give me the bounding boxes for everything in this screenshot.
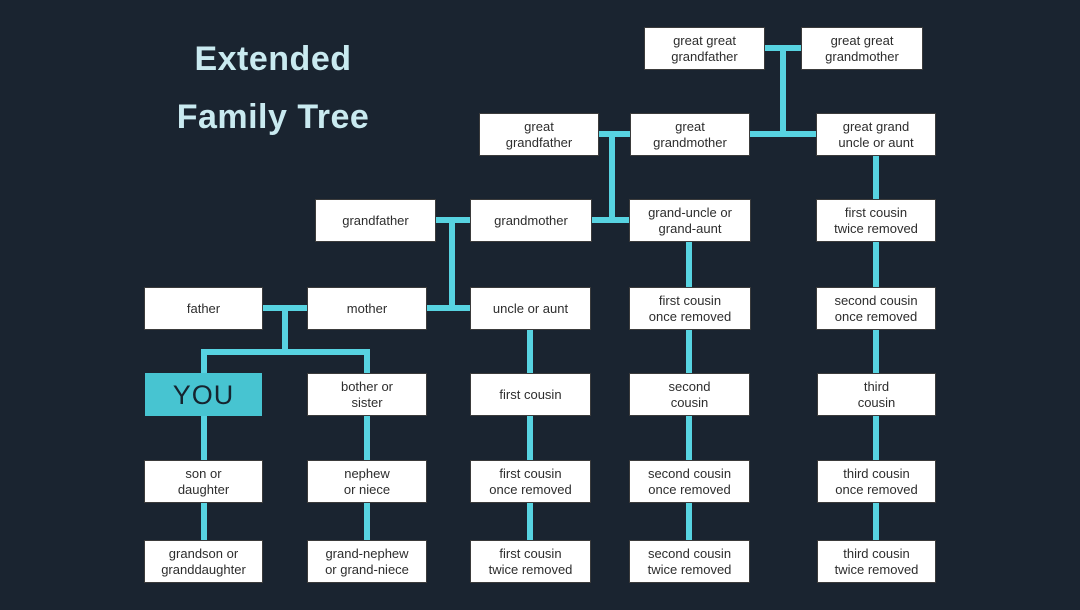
node-label-line1: grandmother <box>494 212 568 228</box>
connector-parents-drop <box>282 308 288 355</box>
node-label-line2: or grand-niece <box>325 561 409 577</box>
node-label-line1: bother or <box>340 378 394 394</box>
node-label-line2: grandfather <box>671 48 738 64</box>
node-second-cousin-once-removed-upper: second cousin once removed <box>816 287 936 330</box>
node-label-line2: twice removed <box>834 561 919 577</box>
node-label-line1: mother <box>346 300 388 316</box>
node-first-cousin-once-removed-lower: first cousin once removed <box>470 460 591 503</box>
node-grand-nephew-or-grand-niece: grand-nephew or grand-niece <box>307 540 427 583</box>
connector-you-stub <box>201 349 207 376</box>
node-label-line2: once removed <box>648 308 732 324</box>
connector-grandparents-drop <box>449 220 455 311</box>
node-label-line1: second <box>668 378 711 394</box>
node-label-line1: first cousin <box>844 204 908 220</box>
diagram-title-line2: Family Tree <box>176 98 370 136</box>
node-label-line1: great great <box>830 32 894 48</box>
node-label-line1: second cousin <box>647 465 732 481</box>
node-third-cousin: third cousin <box>817 373 936 416</box>
node-label-line2: twice removed <box>647 561 732 577</box>
node-label-line2: granddaughter <box>161 561 246 577</box>
node-label-line2: grandmother <box>653 134 727 150</box>
node-label-line1: first cousin <box>499 386 562 402</box>
node-label-line1: second cousin <box>647 545 732 561</box>
node-mother: mother <box>307 287 427 330</box>
connector-greatgrandparents-horizontal <box>595 131 635 137</box>
node-great-grandfather: great grandfather <box>479 113 599 156</box>
diagram-title-line1: Extended <box>194 40 352 78</box>
node-great-grandmother: great grandmother <box>630 113 750 156</box>
node-third-cousin-once-removed: third cousin once removed <box>817 460 936 503</box>
node-grandfather: grandfather <box>315 199 436 242</box>
node-label-line2: grandfather <box>505 134 573 150</box>
connector-mother-uncle-horizontal <box>423 305 474 311</box>
node-grand-uncle-or-grand-aunt: grand-uncle or grand-aunt <box>629 199 751 242</box>
node-uncle-or-aunt: uncle or aunt <box>470 287 591 330</box>
node-label-line2: once removed <box>489 481 572 497</box>
node-grandmother: grandmother <box>470 199 592 242</box>
node-label-line2: once removed <box>648 481 731 497</box>
node-label-line2: grand-aunt <box>658 220 722 236</box>
node-label-line2: sister <box>351 394 383 410</box>
node-label-line1: third cousin <box>843 465 910 481</box>
node-second-cousin-twice-removed: second cousin twice removed <box>629 540 750 583</box>
node-label-line2: or niece <box>343 481 391 497</box>
node-label-line2: once removed <box>834 308 918 324</box>
node-father: father <box>144 287 263 330</box>
node-label-line1: first cousin <box>499 465 562 481</box>
node-grandson-or-granddaughter: grandson or granddaughter <box>144 540 263 583</box>
node-label-line1: father <box>186 300 221 316</box>
connector-sibling-stub <box>364 349 370 376</box>
node-first-cousin: first cousin <box>470 373 591 416</box>
node-label-line1: grand-nephew <box>325 545 409 561</box>
node-third-cousin-twice-removed: third cousin twice removed <box>817 540 936 583</box>
node-first-cousin-once-removed-upper: first cousin once removed <box>629 287 751 330</box>
node-label-line1: great grand <box>842 118 910 134</box>
node-label-line2: cousin <box>670 394 709 410</box>
node-brother-or-sister: bother or sister <box>307 373 427 416</box>
connector-greatgranduncle-descendants-vertical <box>873 152 879 545</box>
node-label-line1: great <box>524 118 554 134</box>
connector-uncle-descendants-vertical <box>527 326 533 545</box>
node-label-line2: cousin <box>857 394 896 410</box>
node-label-line2: uncle or aunt <box>838 134 914 150</box>
node-you: YOU <box>145 373 262 416</box>
node-first-cousin-twice-removed-lower: first cousin twice removed <box>470 540 591 583</box>
node-label-line1: first cousin <box>499 545 562 561</box>
node-label-line1: grandson or <box>168 545 239 561</box>
node-son-or-daughter: son or daughter <box>144 460 263 503</box>
node-label-line2: once removed <box>835 481 918 497</box>
node-label-line1: grandfather <box>342 212 409 228</box>
node-label-line1: first cousin <box>658 292 722 308</box>
diagram-title: Extended Family Tree <box>147 30 399 146</box>
node-second-cousin-once-removed-lower: second cousin once removed <box>629 460 750 503</box>
node-label-line2: twice removed <box>488 561 573 577</box>
node-label-line2: twice removed <box>834 220 918 236</box>
node-label-line2: daughter <box>177 481 230 497</box>
node-second-cousin: second cousin <box>629 373 750 416</box>
node-label-line1: third <box>863 378 890 394</box>
connector-greatgreatgrandparents-drop <box>780 48 786 137</box>
node-nephew-or-niece: nephew or niece <box>307 460 427 503</box>
node-label-line1: grand-uncle or <box>648 204 732 220</box>
connector-greatgrandparents-drop <box>609 134 615 223</box>
node-label-line1: second cousin <box>834 292 918 308</box>
node-label-line2: grandmother <box>825 48 899 64</box>
node-great-great-grandmother: great great grandmother <box>801 27 923 70</box>
node-label-line1: nephew <box>344 465 390 481</box>
node-label-line1: son or <box>185 465 222 481</box>
node-label-line1: great great <box>673 32 736 48</box>
node-label-line1: uncle or aunt <box>492 300 569 316</box>
node-label-line1: great <box>675 118 705 134</box>
node-great-grand-uncle-or-aunt: great grand uncle or aunt <box>816 113 936 156</box>
node-first-cousin-twice-removed-upper: first cousin twice removed <box>816 199 936 242</box>
node-great-great-grandfather: great great grandfather <box>644 27 765 70</box>
node-label-line1: third cousin <box>843 545 910 561</box>
node-label-line1: YOU <box>172 379 235 410</box>
connector-siblings-horizontal <box>201 349 370 355</box>
